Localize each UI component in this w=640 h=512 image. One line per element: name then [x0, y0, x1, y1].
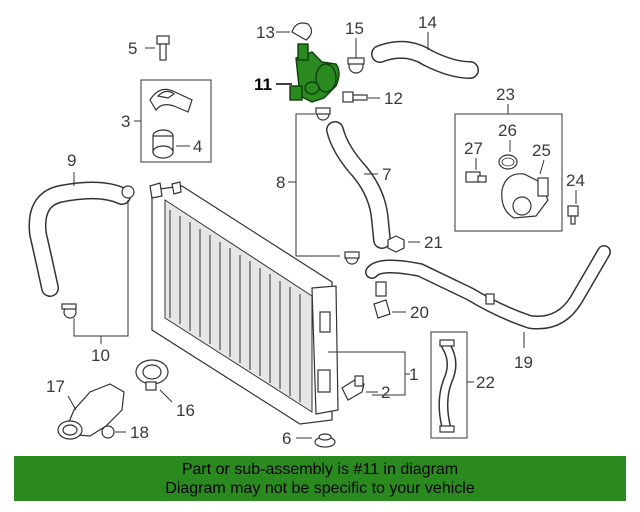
label-10: 10: [91, 346, 110, 365]
clip-20: [373, 299, 391, 319]
bolt-18: [101, 425, 115, 439]
lower-hose: [28, 181, 131, 297]
info-banner: Part or sub-assembly is #11 in diagram D…: [14, 456, 626, 501]
label-12: 12: [384, 89, 403, 108]
label-17: 17: [46, 377, 65, 396]
label-24: 24: [566, 171, 585, 190]
nut-21: [387, 235, 405, 253]
label-20: 20: [410, 303, 429, 322]
gasket: [498, 154, 518, 170]
parts-diagram: 1 2 3 4 5 6 7 8 9 10 11 12 13 14 15 16 1…: [28, 13, 611, 448]
bracket: [149, 88, 193, 113]
clamp-9b: [61, 303, 77, 319]
bolt: [156, 35, 170, 61]
label-13: 13: [256, 23, 275, 42]
part-labels: 1 2 3 4 5 6 7 8 9 10 11 12 13 14 15 16 1…: [46, 13, 585, 448]
label-11: 11: [254, 75, 272, 94]
radiator: [149, 181, 339, 425]
label-8: 8: [276, 173, 285, 192]
water-inlet: [57, 383, 125, 440]
label-26: 26: [498, 121, 517, 140]
label-18: 18: [130, 423, 149, 442]
banner-line-1: Part or sub-assembly is #11 in diagram: [181, 461, 459, 478]
clamp-9a: [121, 185, 135, 199]
water-outlet-housing: [501, 173, 549, 219]
water-pipe: [365, 245, 611, 330]
cap: [291, 22, 313, 41]
bolt-12: [342, 91, 368, 103]
label-5: 5: [128, 39, 137, 58]
clamp-upper: [315, 107, 331, 121]
label-23: 23: [496, 85, 515, 104]
label-19: 19: [514, 353, 533, 372]
label-9: 9: [67, 151, 76, 170]
drain-plug: [341, 375, 365, 401]
label-14: 14: [418, 13, 437, 32]
label-1: 1: [409, 365, 418, 384]
temp-sensor: [465, 171, 487, 183]
label-4: 4: [193, 137, 202, 156]
clamp-15: [347, 57, 365, 74]
thermostat: [135, 359, 169, 391]
label-16: 16: [176, 401, 195, 420]
water-outlet-highlighted: [289, 43, 340, 103]
banner-line-2: Diagram may not be specific to your vehi…: [165, 480, 475, 497]
upper-hose-14: [371, 40, 479, 79]
label-6: 6: [282, 429, 291, 448]
label-21: 21: [424, 233, 443, 252]
insulator: [152, 129, 174, 159]
clamp-lower: [344, 251, 360, 265]
label-27: 27: [464, 139, 483, 158]
label-15: 15: [345, 19, 364, 38]
label-2: 2: [381, 383, 390, 402]
bypass-hose: [438, 339, 457, 433]
upper-hose: [326, 121, 391, 249]
label-25: 25: [532, 141, 551, 160]
label-3: 3: [121, 112, 130, 131]
label-22: 22: [476, 373, 495, 392]
bolt-24: [567, 205, 579, 225]
grommet: [314, 433, 336, 448]
label-7: 7: [382, 165, 391, 184]
